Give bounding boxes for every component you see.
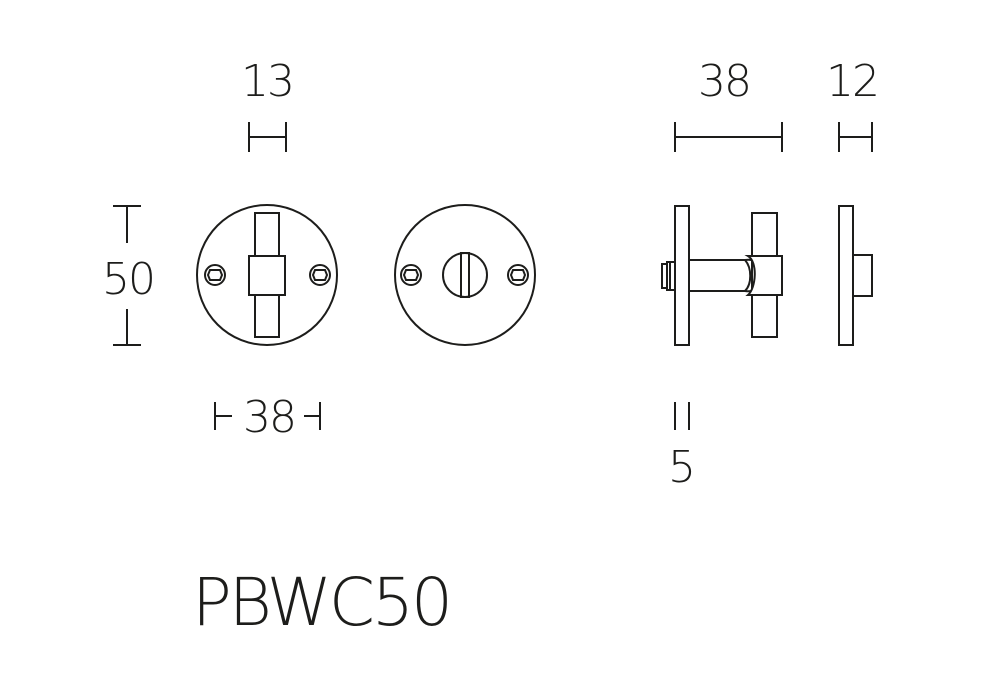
rose-plate (838, 205, 854, 346)
product-code: PBWC50 (192, 564, 450, 641)
release-slot (460, 252, 470, 298)
rose-outline (196, 204, 338, 346)
dimension-projection: 38 (674, 56, 783, 152)
handle-neck (688, 259, 752, 292)
dimension-rose-height-label: 50 (102, 254, 154, 305)
rose-outline (394, 204, 536, 346)
screw-right-icon (309, 264, 331, 286)
dimension-spindle-gap: 5 (668, 402, 696, 493)
dimension-rose-depth: 12 (826, 56, 880, 152)
screw-right-icon (507, 264, 529, 286)
dimension-projection-label: 38 (698, 56, 750, 107)
screw-left-icon (204, 264, 226, 286)
handle-hub (744, 255, 783, 296)
dimension-spindle-gap-label: 5 (668, 442, 694, 493)
dimension-handle-width: 13 (241, 56, 295, 152)
rose-plate (674, 205, 690, 346)
rose-thumbturn-front-view (196, 204, 338, 346)
dimension-handle-width-label: 13 (241, 56, 293, 107)
dimension-rose-height: 50 (102, 205, 156, 346)
release-side-view (838, 205, 873, 346)
release-knob (852, 254, 873, 297)
thumbturn-side-view (661, 205, 783, 346)
dimension-rose-width-label: 38 (243, 392, 295, 443)
dimension-rose-depth-label: 12 (826, 56, 878, 107)
dimension-rose-width: 38 (214, 392, 321, 443)
release-disc (442, 252, 488, 298)
thumbturn-hub (248, 255, 286, 296)
screw-left-icon (400, 264, 422, 286)
rose-release-front-view (394, 204, 536, 346)
